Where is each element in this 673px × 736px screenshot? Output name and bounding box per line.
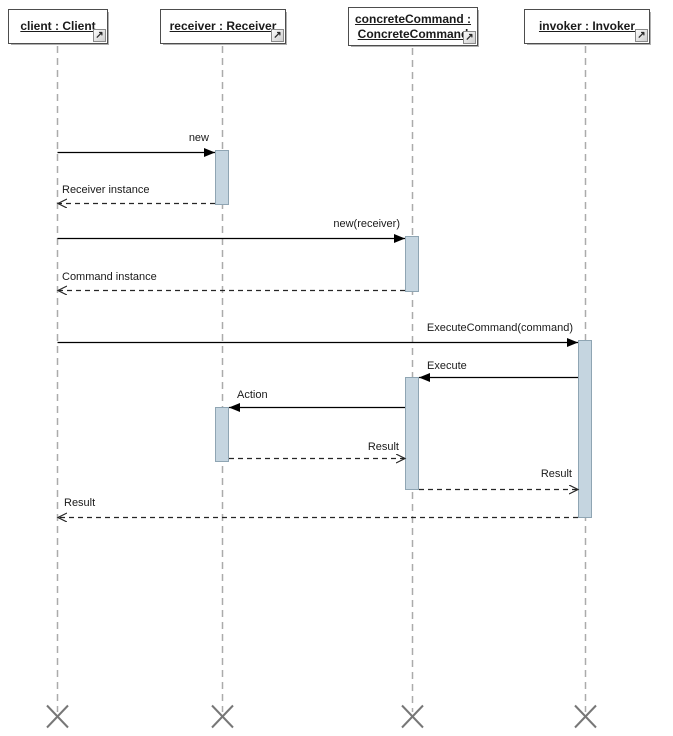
message-label-new-receiver[interactable]: new(receiver) <box>333 218 400 230</box>
message-label-command-instance[interactable]: Command instance <box>62 271 157 283</box>
destroy-cross-client <box>46 704 69 729</box>
navigate-icon[interactable]: ↗ <box>271 29 284 42</box>
activation-invoker-execute-command[interactable] <box>578 340 592 518</box>
message-label-result-to-concrete-command[interactable]: Result <box>367 441 399 453</box>
activation-receiver-action[interactable] <box>215 407 229 462</box>
activation-receiver-new[interactable] <box>215 150 229 205</box>
message-label-action[interactable]: Action <box>237 389 268 401</box>
lifeline-head-label: concreteCommand : ConcreteCommand <box>354 11 472 41</box>
message-label-result-to-invoker[interactable]: Result <box>540 468 572 480</box>
message-label-new[interactable]: new <box>188 132 209 144</box>
activation-concrete-command-execute[interactable] <box>405 377 419 490</box>
destroy-cross-receiver <box>211 704 234 729</box>
navigate-icon[interactable]: ↗ <box>93 29 106 42</box>
lifeline-head-label: receiver : Receiver <box>169 19 277 33</box>
message-label-execute[interactable]: Execute <box>427 360 467 372</box>
lifeline-head-client[interactable]: client : Client ↗ <box>8 9 108 44</box>
destroy-cross-concrete-command <box>401 704 424 729</box>
navigate-icon[interactable]: ↗ <box>463 31 476 44</box>
message-label-result-to-client[interactable]: Result <box>64 497 96 509</box>
lifeline-head-receiver[interactable]: receiver : Receiver ↗ <box>160 9 286 44</box>
lifeline-head-label: invoker : Invoker <box>538 19 636 33</box>
destroy-cross-invoker <box>574 704 597 729</box>
lifeline-head-concrete-command[interactable]: concreteCommand : ConcreteCommand ↗ <box>348 7 478 46</box>
navigate-icon[interactable]: ↗ <box>635 29 648 42</box>
message-label-receiver-instance[interactable]: Receiver instance <box>62 184 150 196</box>
lifeline-head-label: client : Client <box>20 19 96 33</box>
activation-concrete-command-new[interactable] <box>405 236 419 292</box>
message-label-execute-command[interactable]: ExecuteCommand(command) <box>426 322 573 334</box>
lifeline-head-invoker[interactable]: invoker : Invoker ↗ <box>524 9 650 44</box>
